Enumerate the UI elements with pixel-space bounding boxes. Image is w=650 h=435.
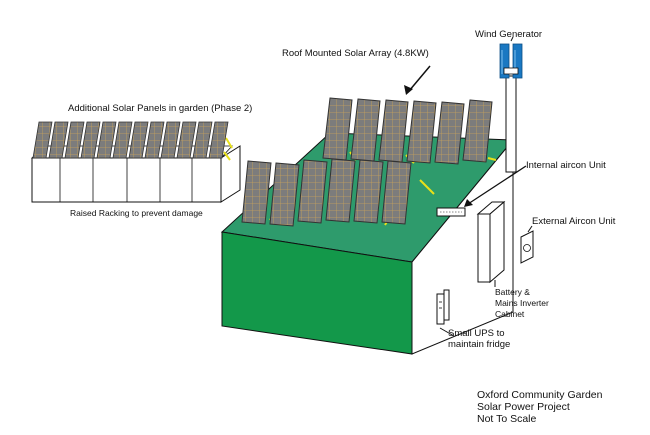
wind-generator-mast [505,75,517,173]
label-garden-panels: Additional Solar Panels in garden (Phase… [68,103,252,114]
battery-inverter-cabinet [476,200,506,284]
label-battery-line2: Mains Inverter [495,298,549,308]
label-external-aircon: External Aircon Unit [532,216,616,227]
roof-solar-array-front-row [241,158,435,227]
footer-line3: Not To Scale [477,413,536,425]
small-ups [436,289,450,325]
label-battery-line1: Battery & [495,287,530,297]
internal-aircon-unit [436,207,466,217]
footer-line1: Oxford Community Garden [477,389,603,401]
wind-generator-blade-right [512,43,523,79]
label-ups-line1: Small UPS to [448,328,505,339]
label-internal-aircon: Internal aircon Unit [526,160,606,171]
label-ups-line2: maintain fridge [448,339,510,350]
label-wind-generator: Wind Generator [475,29,542,40]
wind-generator-blade-left [499,43,510,79]
external-aircon-unit [520,230,534,264]
roof-solar-array-back-row [322,97,497,165]
wind-generator [499,43,523,173]
label-battery-line3: Cabinet [495,309,525,319]
racking-front [31,157,222,203]
racking-end [220,145,241,203]
label-raised-racking: Raised Racking to prevent damage [70,208,203,218]
garden-solar-panels [31,121,241,203]
label-roof-array: Roof Mounted Solar Array (4.8KW) [282,48,429,59]
footer-line2: Solar Power Project [477,401,570,413]
fan-icon [523,244,531,252]
leader-arrows [404,36,533,337]
